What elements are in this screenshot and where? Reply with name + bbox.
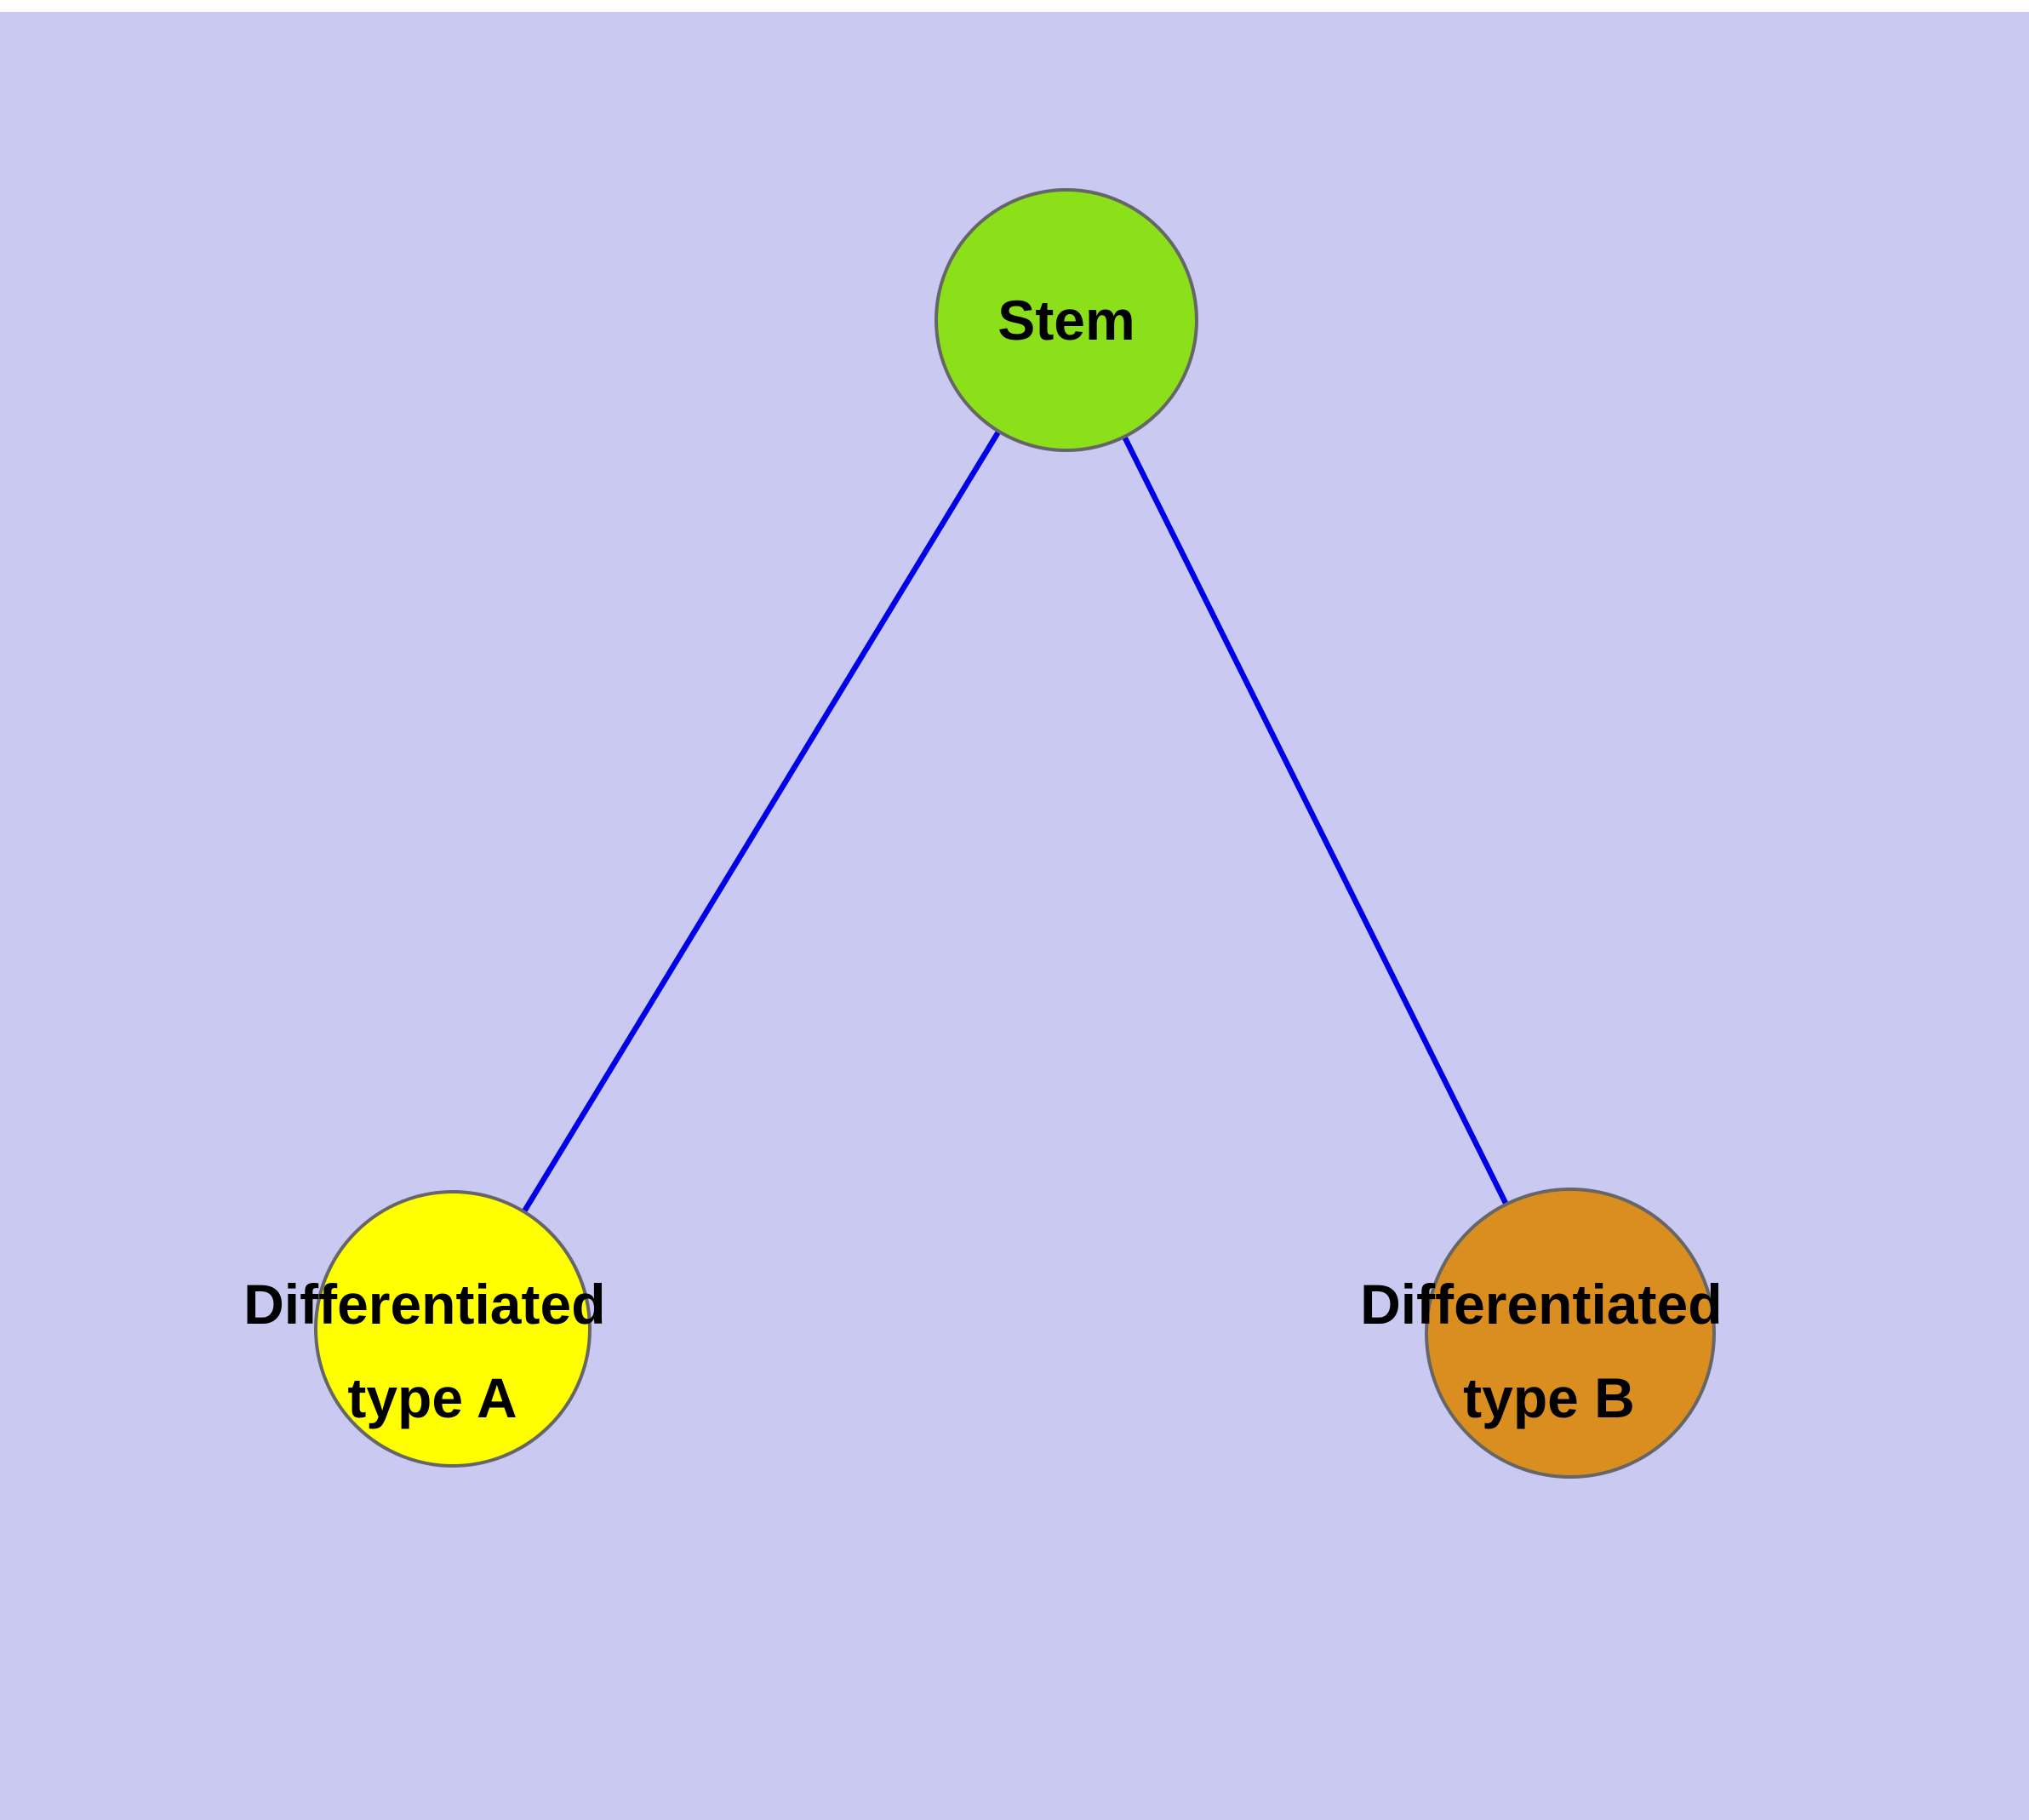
type-b-label-line1: Differentiated: [1360, 1273, 1722, 1336]
type-a-label-line2: type A: [347, 1366, 517, 1429]
differentiated-type-b-node[interactable]: [1425, 1188, 1716, 1479]
differentiated-type-a-label: Differentiated type A: [243, 1273, 621, 1429]
edge-stem-to-type-a: [450, 318, 1069, 1331]
edge-stem-to-type-b: [1064, 318, 1573, 1335]
differentiated-type-b-label: Differentiated type B: [1360, 1273, 1738, 1429]
stem-node[interactable]: [934, 188, 1198, 452]
differentiated-type-a-node[interactable]: [314, 1190, 592, 1468]
stem-node-label: Stem: [997, 289, 1135, 352]
type-b-label-line2: type B: [1463, 1366, 1635, 1429]
type-a-label-line1: Differentiated: [243, 1273, 605, 1336]
